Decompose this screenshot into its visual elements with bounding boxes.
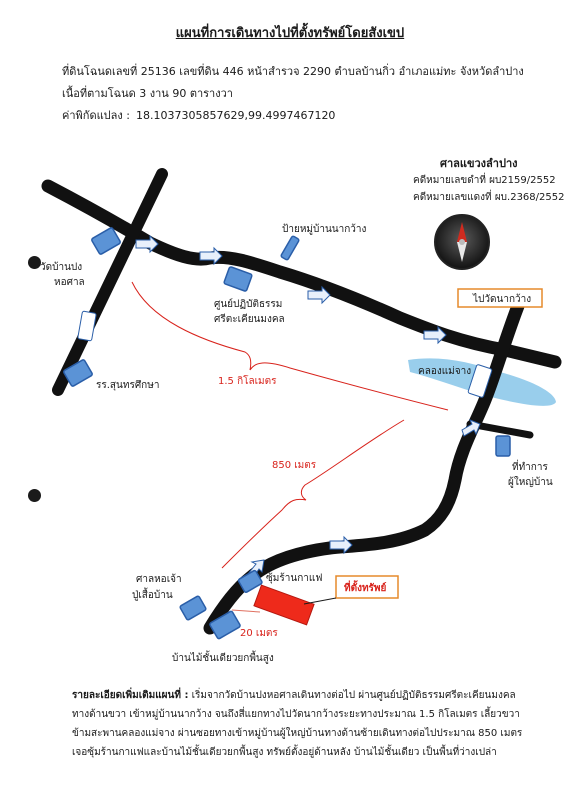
- wat-label: วัดบ้านปง: [40, 261, 82, 273]
- road-main: [41, 179, 562, 369]
- page-title: แผนที่การเดินทางไปที่ตั้งทรัพย์โดยสังเขป: [175, 26, 405, 41]
- road-sign: [77, 310, 97, 342]
- case-black: คดีหมายเลขดำที่ ผบ2159/2552: [413, 175, 556, 186]
- route-map: วัดบ้านปง หอศาล รร.สุนทรศึกษา ศูนย์ปฏิบั…: [40, 168, 562, 664]
- office-marker: [495, 435, 511, 457]
- center-label: ศูนย์ปฏิบัติธรรม: [214, 298, 282, 310]
- arrow-icon: [135, 234, 159, 254]
- distance-label-1: 1.5 กิโลเมตร: [218, 374, 277, 387]
- property-plot: [253, 584, 315, 626]
- school-label: รร.สุนทรศึกษา: [96, 379, 159, 391]
- property-label: ที่ตั้งทรัพย์: [344, 580, 387, 594]
- house-marker: [209, 610, 241, 640]
- shrine-label: ศาลหอเจ้า: [136, 573, 182, 585]
- school-marker: [63, 359, 93, 387]
- wat-label-2: หอศาล: [54, 277, 85, 288]
- arrow-icon: [423, 325, 447, 345]
- details-line: เริ่มจากวัดบ้านปงหอศาลเดินทางต่อไป ผ่านศ…: [191, 690, 516, 701]
- center-label-2: ศรีตะเคียนมงคล: [214, 313, 285, 325]
- route-details: รายละเอียดเพิ่มเติมแผนที่ : เริ่มจากวัดบ…: [72, 686, 542, 762]
- to-wat-label: ไปวัดนากว้าง: [472, 293, 531, 305]
- shrine-marker: [179, 595, 207, 621]
- coordinates-value: 18.1037305857629,99.4997467120: [135, 109, 336, 122]
- coordinates-label: ค่าพิกัดแปลง :: [62, 109, 130, 122]
- bus-stop-marker: [280, 235, 300, 261]
- wat-marker: [91, 227, 121, 255]
- road-vertical-left: [52, 168, 168, 396]
- house-label: บ้านไม้ชั้นเดียวยกพื้นสูง: [172, 650, 274, 664]
- arrow-icon: [199, 246, 223, 266]
- distance-label-2: 850 เมตร: [272, 460, 317, 471]
- arrow-icon: [307, 285, 331, 305]
- details-line: เจอซุ้มร้านกาแฟและบ้านไม้ชั้นเดียวยกพื้น…: [72, 747, 497, 758]
- details-heading: รายละเอียดเพิ่มเติมแผนที่ :: [72, 690, 189, 701]
- court-name: ศาลแขวงลำปาง: [440, 157, 518, 170]
- coffee-label: ซุ้มร้านกาแฟ: [266, 572, 322, 584]
- binder-hole: [28, 489, 41, 502]
- area-info: เนื้อที่ตามโฉนด 3 งาน 90 ตารางวา: [62, 87, 233, 100]
- details-line: ข้ามสะพานคลองแม่จาง ผ่านซอยทางเข้าหมู่บ้…: [72, 728, 523, 739]
- details-line: ทางด้านขวา เข้าหมู่บ้านนากว้าง จนถึงสี่แ…: [72, 709, 520, 720]
- office-label: ที่ทำการ: [512, 459, 548, 473]
- coffee-marker: [237, 569, 263, 593]
- arrow-icon: [461, 419, 481, 437]
- distance-brace-1500m: [131, 281, 449, 411]
- center-marker: [223, 266, 253, 292]
- to-wat-callout: [457, 288, 543, 308]
- bridge-marker: [467, 364, 493, 398]
- arrow-icon: [329, 535, 353, 555]
- deed-info: ที่ดินโฉนดเลขที่ 25136 เลขที่ดิน 446 หน้…: [62, 65, 524, 78]
- road-to-office: [466, 420, 534, 439]
- compass-icon: [434, 214, 490, 270]
- canal-label: คลองแม่จาง: [418, 366, 471, 377]
- office-label-2: ผู้ใหญ่บ้าน: [508, 476, 553, 488]
- distance-label-3: 20 เมตร: [240, 628, 278, 639]
- coordinates-row: ค่าพิกัดแปลง : 18.1037305857629,99.499746…: [62, 106, 335, 124]
- case-red: คดีหมายเลขแดงที่ ผบ.2368/2552: [413, 192, 565, 203]
- distance-brace-850m: [221, 419, 405, 569]
- binder-hole: [28, 256, 41, 269]
- bus-stop-label: ป้ายหมู่บ้านนากว้าง: [282, 223, 367, 235]
- shrine-label-2: ปู่เสื้อบ้าน: [132, 587, 173, 601]
- property-callout: [335, 575, 399, 599]
